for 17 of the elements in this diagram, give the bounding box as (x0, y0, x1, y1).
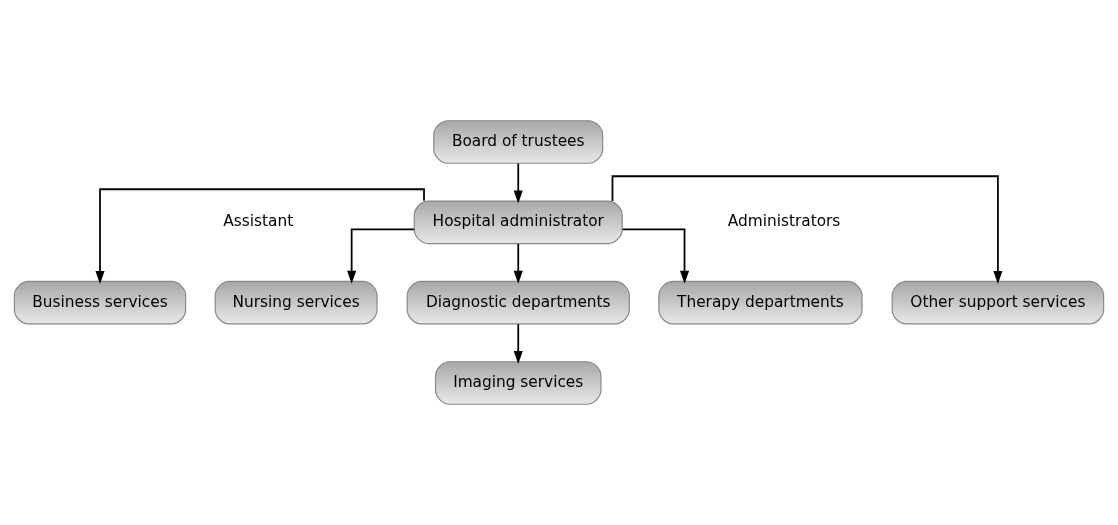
label: Administrators (727, 212, 841, 231)
arrow (513, 323, 523, 365)
node-box: Board of trustees (433, 120, 604, 164)
node-box: Imaging services (434, 361, 602, 405)
node-box: Business services (13, 280, 187, 325)
arrow (95, 188, 425, 284)
node-box: Therapy departments (658, 280, 863, 325)
node-box: Hospital administrator (413, 200, 623, 245)
label: Assistant (223, 212, 294, 231)
node-box: Nursing services (214, 280, 378, 325)
arrow (611, 175, 1003, 284)
node-box: Other support services (891, 280, 1105, 325)
arrow (513, 242, 523, 284)
arrow (347, 228, 416, 284)
arrow (621, 228, 690, 284)
node-box: Diagnostic departments (406, 280, 630, 325)
arrow (513, 162, 523, 204)
